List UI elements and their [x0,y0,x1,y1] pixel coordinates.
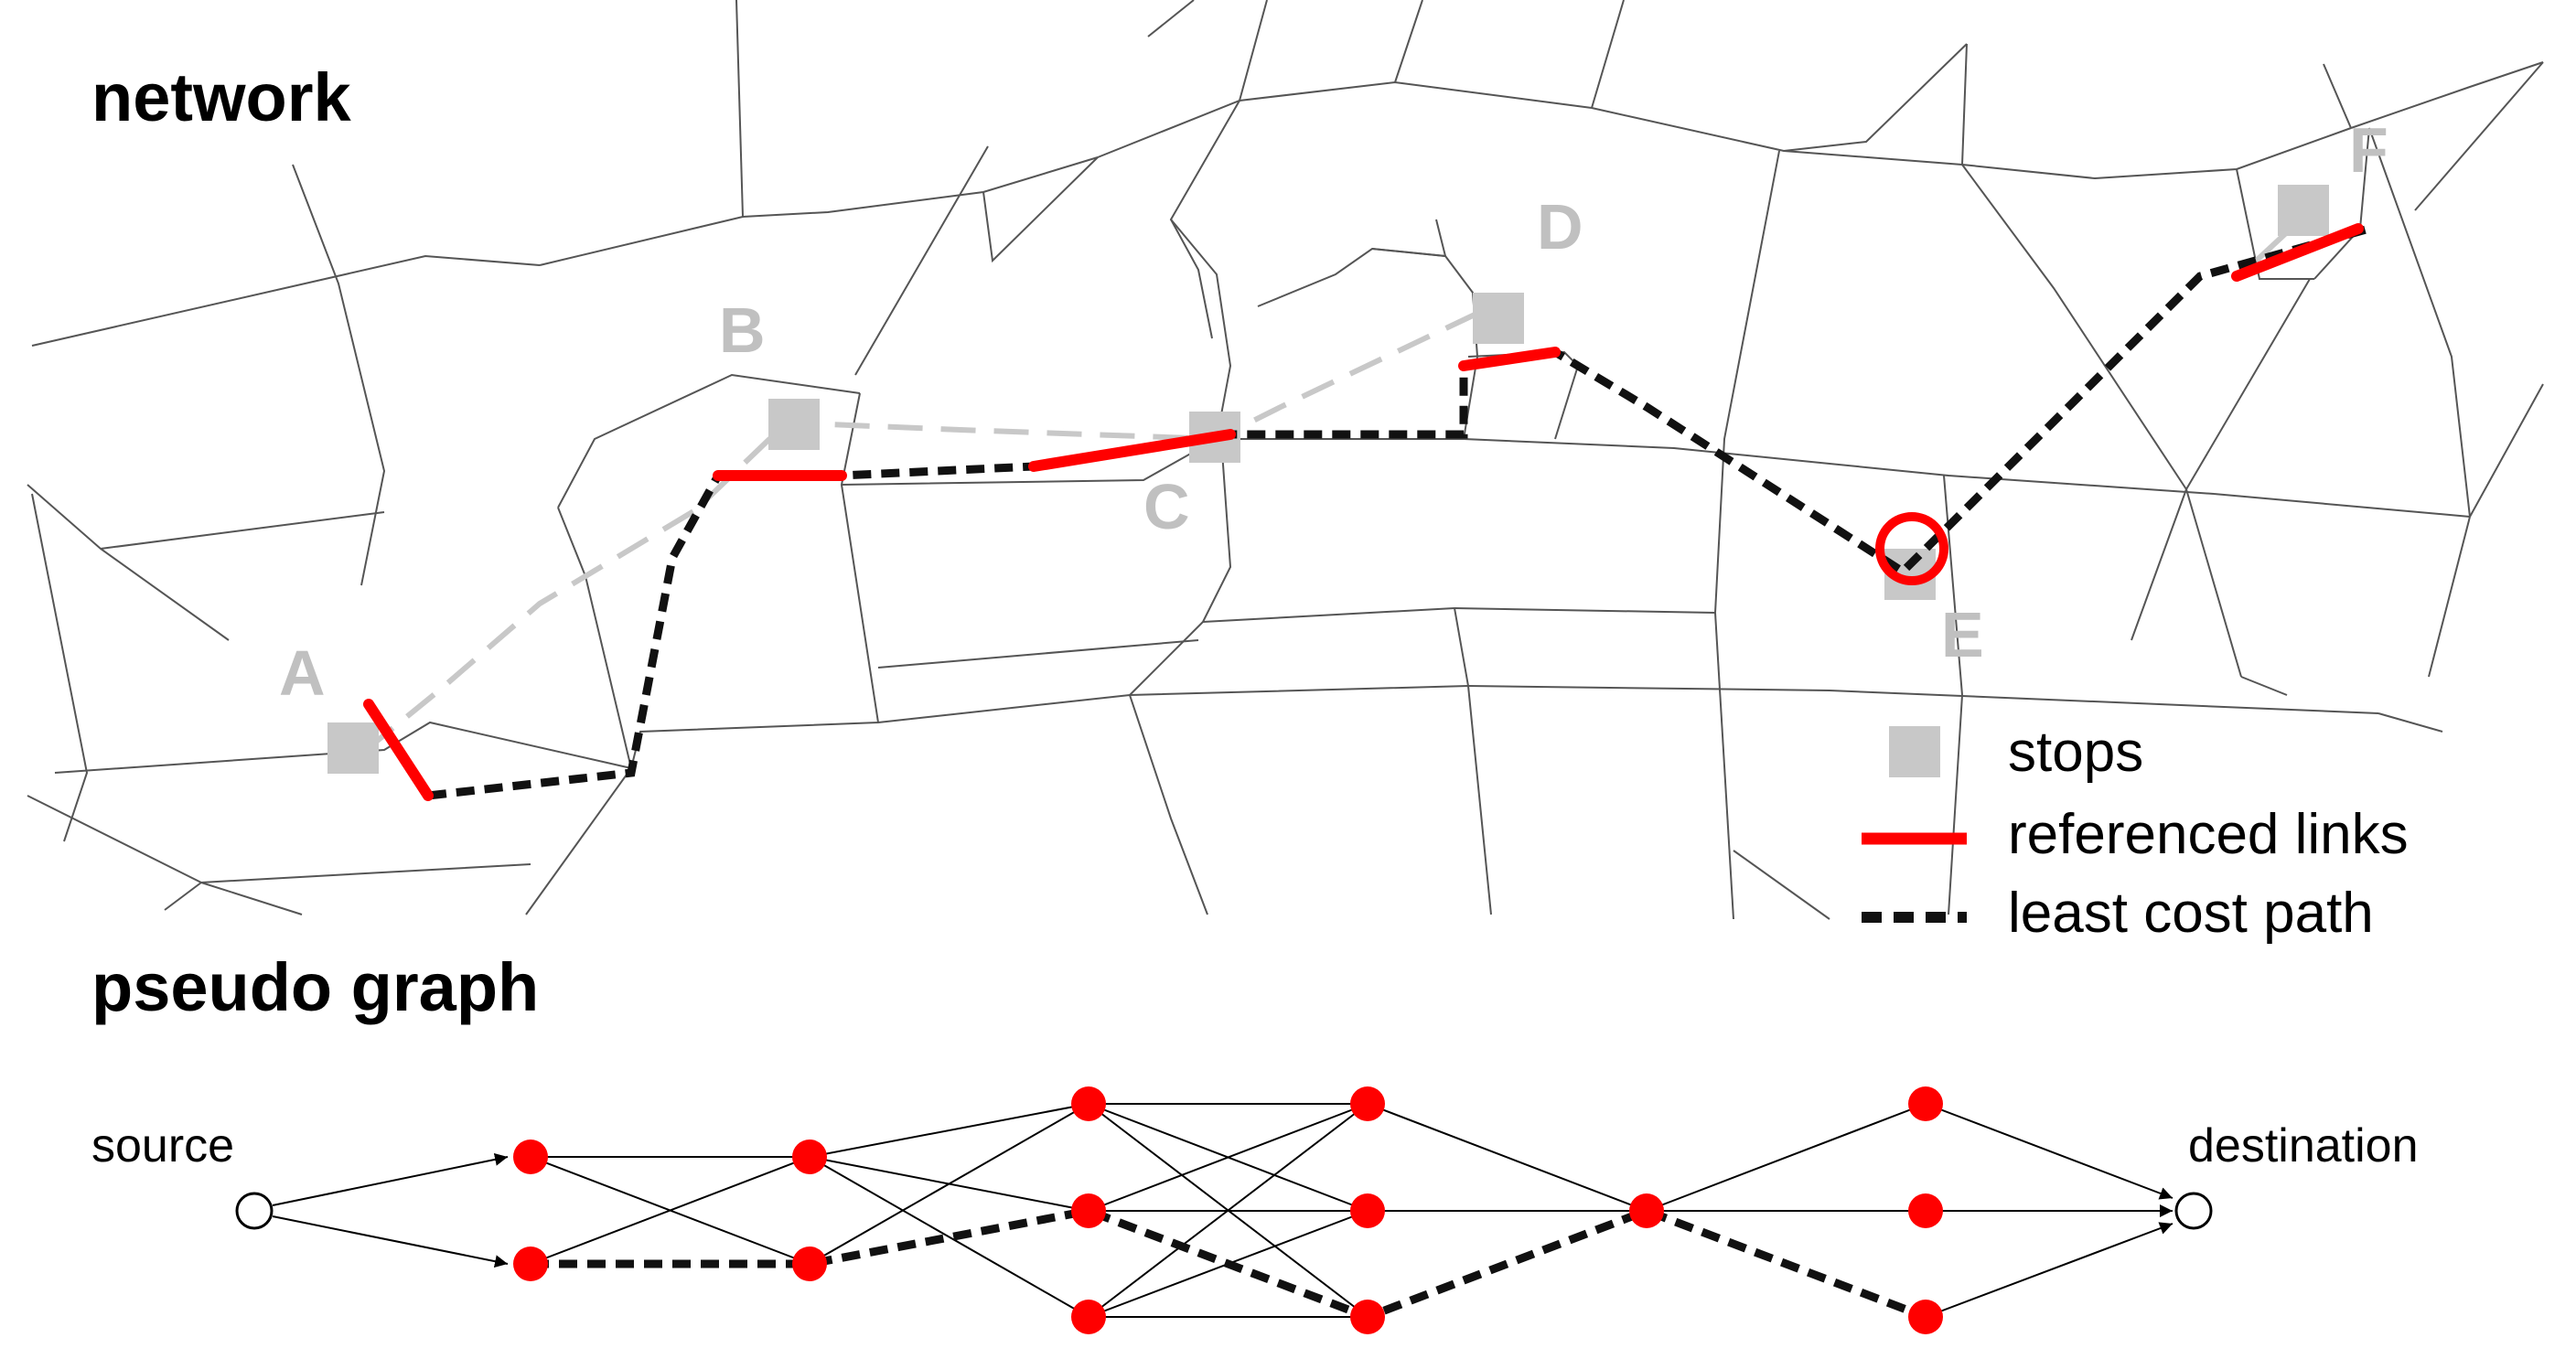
street-network [27,0,2544,920]
referenced-links [363,223,2364,801]
stop-b-label: B [719,294,766,366]
source-node [235,1192,274,1230]
stop-c-label: C [1143,471,1190,542]
legend: stops referenced links least cost path [1862,721,2409,945]
legend-stops-label: stops [2008,721,2143,784]
legend-least-cost-path-label: least cost path [2008,882,2374,945]
pseudo-graph-heading: pseudo graph [91,949,539,1025]
stop-f-marker [2278,185,2329,236]
graph-edges [272,1103,2174,1318]
graph-least-cost-path [531,1206,1927,1322]
stop-a-label: A [279,637,326,709]
pseudo-graph-panel: pseudo graph source destination [91,949,2419,1334]
stop-f-label: F [2349,114,2388,186]
stop-d-marker [1473,293,1524,344]
stops [327,185,2329,774]
source-label: source [91,1119,234,1172]
least-cost-path [427,224,2371,800]
stop-d-label: D [1537,191,1583,262]
stop-sequence-line [364,299,1502,753]
stop-b-marker [768,399,820,450]
network-heading: network [91,59,352,135]
legend-referenced-links-label: referenced links [2008,803,2409,866]
destination-node [2174,1192,2213,1230]
network-panel: network [27,0,2544,945]
graph-nodes [513,1086,1943,1334]
destination-label: destination [2188,1119,2419,1172]
legend-stop-swatch [1889,726,1940,777]
stop-e-label: E [1941,599,1984,670]
stop-a-marker [327,722,379,774]
stop-e-reference-node [1875,512,1948,585]
stop-labels: A B C D E F [279,114,2388,709]
